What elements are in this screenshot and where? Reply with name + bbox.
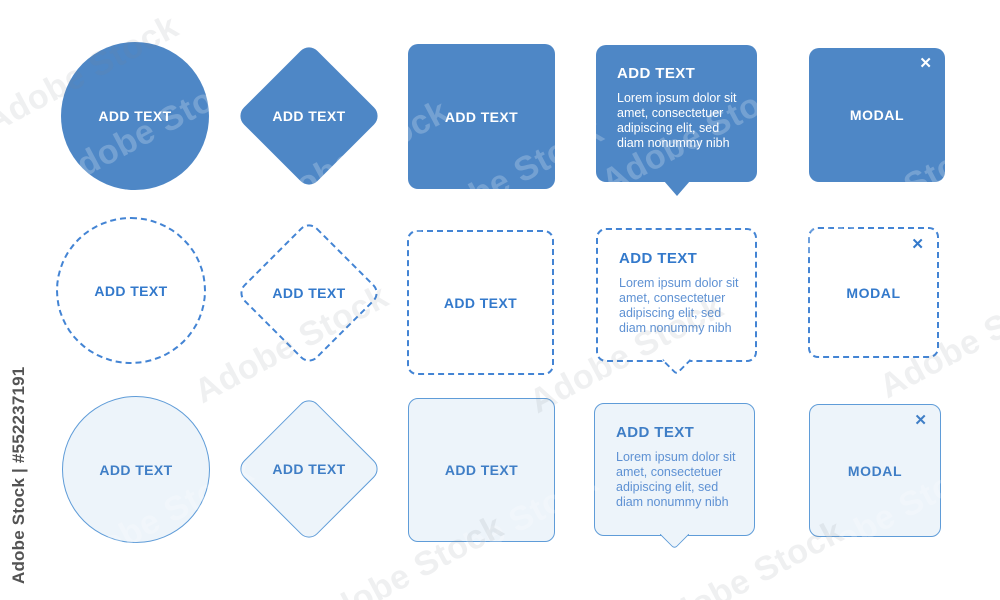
tooltip-light[interactable]: ADD TEXT Lorem ipsum dolor sit amet, con… (594, 403, 755, 550)
modal-light[interactable]: ✕ MODAL (809, 404, 941, 537)
circle-button-label: ADD TEXT (94, 282, 168, 299)
diamond-button-dashed[interactable]: ADD TEXT (235, 219, 383, 367)
tooltip-title: ADD TEXT (619, 250, 698, 267)
tooltip-dashed[interactable]: ADD TEXT Lorem ipsum dolor sit amet, con… (596, 228, 757, 376)
square-button-light[interactable]: ADD TEXT (408, 398, 555, 542)
close-icon[interactable]: ✕ (919, 55, 932, 72)
square-button-dashed[interactable]: ADD TEXT (407, 230, 554, 375)
tooltip-body: Lorem ipsum dolor sit amet, consectetuer… (619, 276, 739, 335)
close-icon[interactable]: ✕ (911, 236, 924, 253)
tooltip-body: Lorem ipsum dolor sit amet, consectetuer… (617, 91, 737, 150)
tooltip-body: Lorem ipsum dolor sit amet, consectetuer… (616, 450, 736, 509)
modal-solid[interactable]: ✕ MODAL (809, 48, 945, 182)
circle-button-label: ADD TEXT (99, 461, 173, 478)
square-button-label: ADD TEXT (444, 462, 519, 478)
tooltip-solid[interactable]: ADD TEXT Lorem ipsum dolor sit amet, con… (596, 45, 757, 196)
square-button-solid[interactable]: ADD TEXT (408, 44, 555, 189)
square-button-label: ADD TEXT (444, 108, 519, 125)
modal-label: MODAL (846, 284, 901, 301)
tooltip-tail (659, 519, 689, 550)
stock-id-watermark: Adobe Stock | #552237191 (9, 366, 28, 584)
tooltip-tail (661, 345, 691, 376)
diamond-button-light[interactable]: ADD TEXT (235, 395, 383, 543)
tooltip-title: ADD TEXT (616, 424, 695, 441)
circle-button-label: ADD TEXT (98, 108, 172, 124)
circle-button-light[interactable]: ADD TEXT (62, 396, 210, 543)
tooltip-tail (663, 181, 690, 196)
modal-dashed[interactable]: ✕ MODAL (808, 227, 939, 358)
circle-button-dashed[interactable]: ADD TEXT (56, 217, 206, 364)
tooltip-title: ADD TEXT (617, 65, 696, 82)
close-icon[interactable]: ✕ (914, 412, 927, 429)
diamond-button-label: ADD TEXT (272, 108, 346, 124)
square-button-label: ADD TEXT (443, 294, 518, 311)
circle-button-solid[interactable]: ADD TEXT (61, 42, 209, 190)
diamond-button-label: ADD TEXT (272, 285, 346, 301)
modal-label: MODAL (849, 107, 905, 123)
diamond-button-label: ADD TEXT (272, 461, 346, 477)
diamond-button-solid[interactable]: ADD TEXT (235, 42, 383, 190)
modal-label: MODAL (847, 462, 903, 479)
